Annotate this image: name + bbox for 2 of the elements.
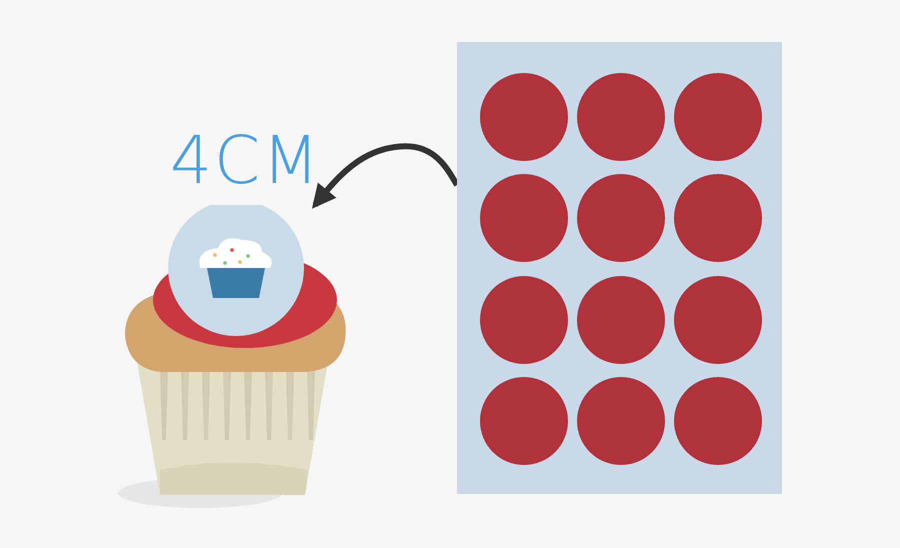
dimension-label: 4CM	[170, 128, 322, 194]
sticker-sheet	[457, 42, 782, 494]
